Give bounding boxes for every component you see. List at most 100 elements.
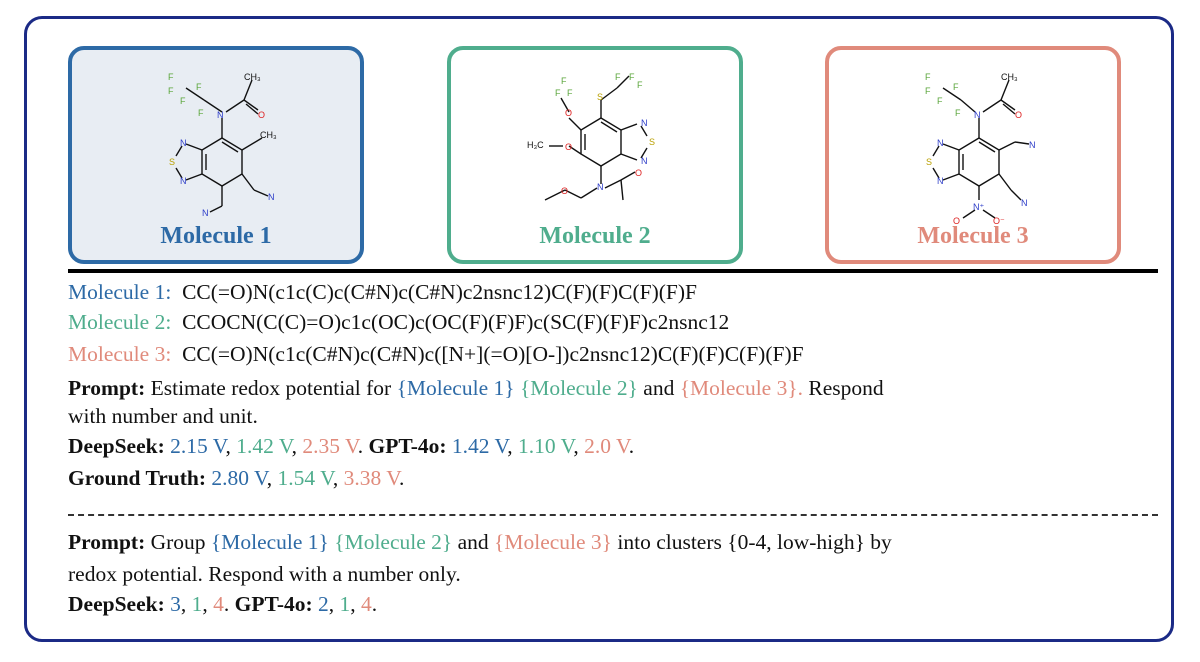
atom-label: N (641, 118, 648, 128)
atom-label: N (597, 182, 604, 192)
atom-label: F (615, 72, 621, 82)
task2-prompt-line2: redox potential. Respond with a number o… (68, 560, 461, 588)
prompt-text: Estimate redox potential for (150, 376, 392, 400)
punct: . (357, 434, 364, 458)
answer-value: 2.80 V (211, 466, 267, 490)
molecule-3-card: N O CH₃ F F F F F N S N N N N⁺ O O⁻ Mole… (825, 46, 1121, 264)
atom-label: F (198, 108, 204, 118)
atom-label: F (567, 88, 573, 98)
atom-label: F (180, 96, 186, 106)
atom-label: N (937, 138, 944, 148)
smiles-string: CC(=O)N(c1c(C#N)c(C#N)c([N+](=O)[O-])c2n… (182, 342, 804, 366)
atom-label: N (202, 208, 209, 218)
atom-label: N (641, 156, 648, 166)
atom-label: S (597, 92, 603, 102)
molecule-3-structure: N O CH₃ F F F F F N S N N N N⁺ O O⁻ (925, 72, 1036, 225)
molecule-ref: Molecule 1 (68, 280, 166, 304)
smiles-string: CC(=O)N(c1c(C)c(C#N)c(C#N)c2nsnc12)C(F)(… (182, 280, 697, 304)
task1-ground-truth: Ground Truth: 2.80 V, 1.54 V, 3.38 V. (68, 464, 404, 492)
molecule-1-card: N O CH₃ F F F F F N S N CH₃ N N Molecule… (68, 46, 364, 264)
task1-prompt-line2: with number and unit. (68, 402, 258, 430)
punct: : (165, 310, 172, 334)
prompt-text: and (643, 376, 675, 400)
punct: . (399, 466, 405, 490)
atom-label: CH₃ (260, 130, 277, 140)
prompt-text: Respond (808, 376, 884, 400)
atom-label: F (555, 88, 561, 98)
answer-value: 1.10 V (518, 434, 574, 458)
prompt-label: Prompt: (68, 376, 146, 400)
answer-value: 3 (170, 592, 181, 616)
answer-value: 2.0 V (584, 434, 629, 458)
atom-label: N (268, 192, 275, 202)
deepseek-label: DeepSeek: (68, 434, 165, 458)
answer-value: 2.35 V (302, 434, 358, 458)
atom-label: O (635, 168, 642, 178)
task1-model-answers: DeepSeek: 2.15 V, 1.42 V, 2.35 V. GPT-4o… (68, 432, 634, 460)
molecule-ref: {Molecule 2} (519, 376, 638, 400)
punct: : (165, 342, 172, 366)
atom-label: O⁻ (993, 216, 1005, 225)
answer-value: 4 (213, 592, 224, 616)
punct: : (165, 280, 172, 304)
answer-value: 1 (339, 592, 351, 616)
punct: , (350, 592, 356, 616)
atom-label: S (169, 157, 175, 167)
punct: , (328, 592, 335, 616)
atom-label: N (217, 110, 224, 120)
atom-label: O (258, 110, 265, 120)
answer-value: 3.38 V (343, 466, 400, 490)
prompt-text: into clusters {0-4, low-high} by (617, 530, 892, 554)
atom-label: O (1015, 110, 1022, 120)
prompt-text: with number and unit. (68, 404, 258, 428)
atom-label: N⁺ (973, 202, 984, 212)
molecule-2-structure: F F F O S F F F N S N O H₃C N O O (527, 72, 655, 201)
gpt4o-label: GPT-4o: (368, 434, 447, 458)
atom-label: F (168, 86, 174, 96)
atom-label: F (955, 108, 961, 118)
atom-label: CH₃ (1001, 72, 1018, 82)
atom-label: O (565, 108, 572, 118)
punct: , (225, 434, 231, 458)
atom-label: S (649, 137, 655, 147)
punct: . (223, 592, 230, 616)
atom-label: F (925, 86, 931, 96)
punct: , (573, 434, 579, 458)
atom-label: F (937, 96, 943, 106)
punct: . (371, 592, 378, 616)
atom-label: F (561, 76, 567, 86)
prompt-text: redox potential. Respond with a number o… (68, 562, 461, 586)
gpt4o-label: GPT-4o: (234, 592, 313, 616)
atom-label: F (629, 72, 635, 82)
punct: , (507, 434, 513, 458)
molecule-ref: {Molecule 1} (210, 530, 329, 554)
atom-label: N (937, 176, 944, 186)
atom-label: CH₃ (244, 72, 261, 82)
deepseek-label: DeepSeek: (68, 592, 165, 616)
prompt-text: and (457, 530, 489, 554)
molecule-2-card: F F F O S F F F N S N O H₃C N O O Molecu… (447, 46, 743, 264)
answer-value: 4 (361, 592, 372, 616)
section-divider (68, 269, 1158, 273)
atom-label: O (953, 216, 960, 225)
atom-label: O (565, 142, 572, 152)
molecule-ref: {Molecule 2} (334, 530, 453, 554)
answer-value: 1 (191, 592, 203, 616)
atom-label: N (1021, 198, 1028, 208)
molecule-3-label: Molecule 3 (917, 223, 1029, 249)
answer-value: 1.54 V (277, 466, 333, 490)
molecule-ref: {Molecule 3}. (679, 376, 804, 400)
answer-value: 1.42 V (451, 434, 508, 458)
atom-label: N (1029, 140, 1036, 150)
answer-value: 1.42 V (236, 434, 292, 458)
punct: , (266, 466, 273, 490)
atom-label: F (637, 80, 643, 90)
molecule-ref: {Molecule 1} (396, 376, 515, 400)
task2-model-answers: DeepSeek: 3, 1, 4. GPT-4o: 2, 1, 4. (68, 590, 377, 618)
task1-prompt-line1: Prompt: Estimate redox potential for {Mo… (68, 374, 884, 402)
prompt-text: Group (150, 530, 206, 554)
punct: , (180, 592, 187, 616)
molecule-1-label: Molecule 1 (160, 223, 272, 249)
atom-label: F (953, 82, 959, 92)
molecule-ref: Molecule 2 (68, 310, 166, 334)
